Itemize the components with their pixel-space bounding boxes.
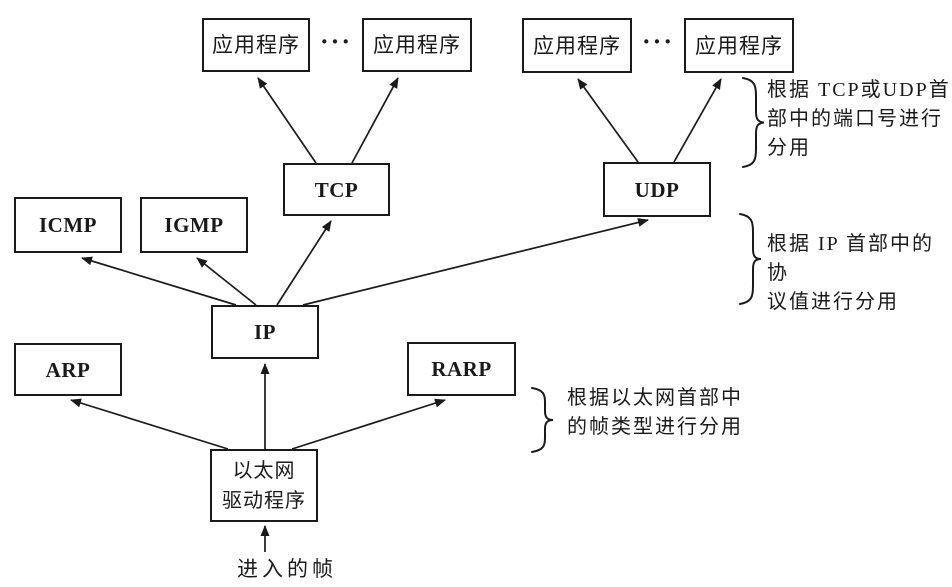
node-application-3: 应用程序 <box>522 18 632 73</box>
brace-transport-demux <box>742 77 765 168</box>
node-rarp-label: RARP <box>431 357 492 381</box>
annotation-network-demux: 根据 IP 首部中的协 议值进行分用 <box>767 233 935 313</box>
brace-link-demux <box>531 387 554 453</box>
node-application-2-label: 应用程序 <box>373 33 461 57</box>
node-application-3-label: 应用程序 <box>533 33 621 58</box>
node-rarp: RARP <box>407 342 516 396</box>
arrow-tcp-to-app1 <box>257 77 317 164</box>
arrow-udp-to-app3 <box>577 78 639 163</box>
node-ip-label: IP <box>254 320 276 344</box>
node-icmp-label: ICMP <box>39 213 97 237</box>
arrow-tcp-to-app2 <box>351 77 399 164</box>
arrow-ip-to-igmp <box>196 257 257 306</box>
node-application-4-label: 应用程序 <box>695 33 783 58</box>
arrow-eth-to-rarp <box>291 398 446 450</box>
node-igmp-label: IGMP <box>164 213 224 237</box>
node-udp-label: UDP <box>634 177 680 202</box>
node-igmp: IGMP <box>140 197 248 253</box>
node-application-2: 应用程序 <box>362 18 472 72</box>
node-ip: IP <box>211 305 319 359</box>
annotation-transport-demux: 根据 TCP或UDP首 部中的端口号进行 分用 <box>767 79 951 159</box>
node-tcp-label: TCP <box>314 177 359 202</box>
arrow-udp-to-app4 <box>673 78 722 163</box>
node-icmp: ICMP <box>14 197 122 253</box>
node-udp: UDP <box>603 162 711 217</box>
annotation-link-demux: 根据以太网首部中 的帧类型进行分用 <box>567 387 743 438</box>
node-arp: ARP <box>14 343 122 396</box>
brace-network-demux <box>739 213 762 305</box>
ellipsis-left: ··· <box>319 27 352 56</box>
node-tcp: TCP <box>283 163 390 216</box>
node-application-4: 应用程序 <box>684 18 794 73</box>
node-arp-label: ARP <box>45 357 91 382</box>
arrow-eth-to-arp <box>70 398 229 450</box>
node-application-1-label: 应用程序 <box>212 33 300 57</box>
ellipsis-right: ··· <box>641 27 674 56</box>
arrow-ip-to-icmp <box>81 256 237 306</box>
arrow-ip-to-udp <box>302 218 649 306</box>
node-ethernet-driver: 以太网 驱动程序 <box>210 449 318 522</box>
arrow-ip-to-tcp <box>276 220 332 306</box>
incoming-frame-label: 进入的帧 <box>237 557 337 581</box>
node-ethernet-driver-label: 以太网 驱动程序 <box>222 459 306 512</box>
node-application-1: 应用程序 <box>202 18 310 72</box>
